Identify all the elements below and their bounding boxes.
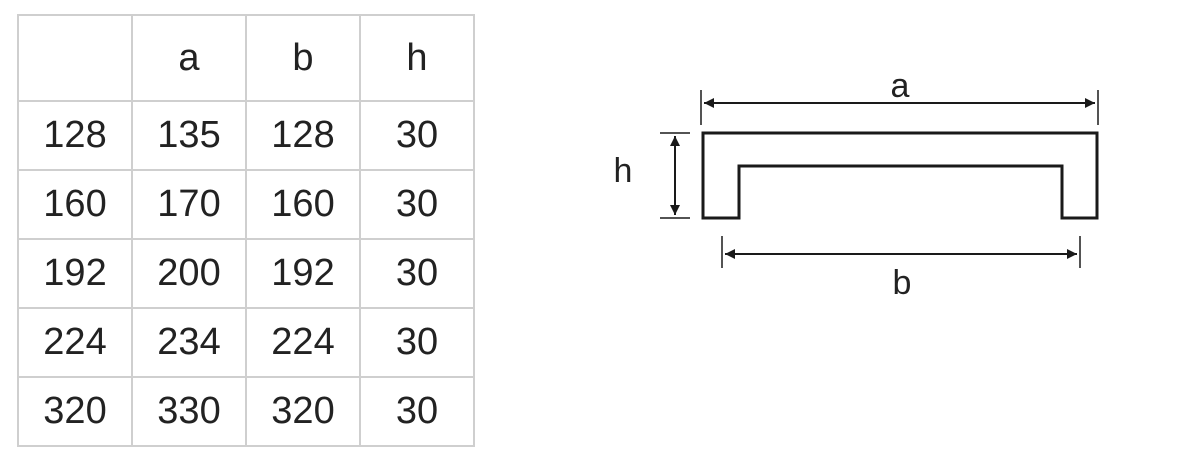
- table-cell: 224: [245, 307, 361, 378]
- table-row: 192 200 192 30: [17, 238, 475, 309]
- table-header-cell: b: [245, 14, 361, 102]
- table-cell: 135: [131, 100, 247, 171]
- dimension-h-label: h: [614, 152, 633, 190]
- table-cell: 160: [17, 169, 133, 240]
- table-cell: 30: [359, 307, 475, 378]
- table-cell: 160: [245, 169, 361, 240]
- dimension-a-label: a: [891, 67, 910, 105]
- dimension-b: b: [721, 236, 1081, 302]
- table-row: 160 170 160 30: [17, 169, 475, 240]
- table-header-row: a b h: [17, 14, 475, 102]
- dimension-b-label: b: [893, 264, 912, 302]
- table-cell: 30: [359, 238, 475, 309]
- table-header-cell: a: [131, 14, 247, 102]
- table-cell: 192: [17, 238, 133, 309]
- table-cell: 128: [245, 100, 361, 171]
- table-cell: 30: [359, 376, 475, 447]
- table-cell: 224: [17, 307, 133, 378]
- handle-profile-outline: [701, 131, 1099, 220]
- table-row: 128 135 128 30: [17, 100, 475, 171]
- table-cell: 30: [359, 100, 475, 171]
- table-cell: 200: [131, 238, 247, 309]
- table-header-cell: h: [359, 14, 475, 102]
- table-cell: 320: [17, 376, 133, 447]
- table-cell: 330: [131, 376, 247, 447]
- table-cell: 170: [131, 169, 247, 240]
- table-cell: 192: [245, 238, 361, 309]
- handle-profile-diagram: a b h: [614, 67, 1099, 302]
- table-cell: 128: [17, 100, 133, 171]
- table-cell: 320: [245, 376, 361, 447]
- dimension-a: a: [700, 67, 1099, 125]
- dimension-h: h: [614, 132, 690, 219]
- table-cell: 30: [359, 169, 475, 240]
- table-row: 320 330 320 30: [17, 376, 475, 447]
- dimensions-table: a b h 128 135 128 30 160 170 160 30 192 …: [17, 14, 475, 447]
- table-cell: 234: [131, 307, 247, 378]
- table-header-cell: [17, 14, 133, 102]
- table-row: 224 234 224 30: [17, 307, 475, 378]
